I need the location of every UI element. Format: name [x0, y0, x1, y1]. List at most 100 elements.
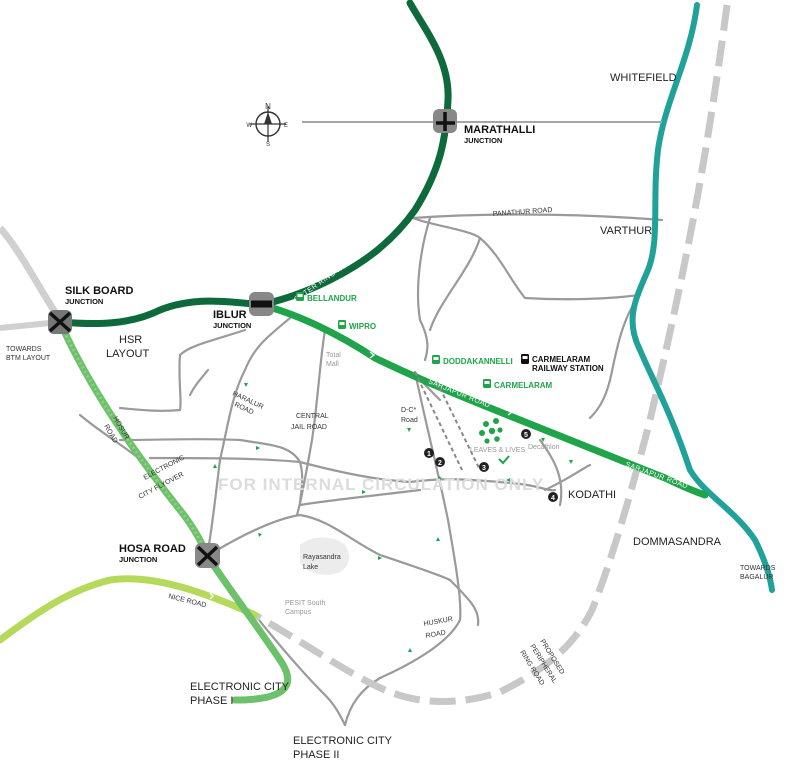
rayasandra-label-1: Rayasandra: [303, 554, 341, 561]
marker-1: [424, 448, 434, 458]
road-decathlon: [538, 438, 563, 507]
direction-arrow-icon: [258, 533, 262, 537]
hosa-road-label: HOSA ROAD: [119, 543, 186, 555]
direction-arrow-icon: [569, 460, 573, 464]
hsr-label-2: LAYOUT: [106, 348, 149, 360]
huskur-road-label-2: ROAD: [425, 630, 446, 640]
direction-arrow-icon: [506, 478, 510, 482]
ecity-phase2-label-1: ELECTRONIC CITY: [293, 735, 393, 747]
decathlon-label: Decathlon: [528, 444, 560, 451]
direction-arrow-icon: [507, 408, 514, 416]
doddakannelli-label: DODDAKANNELLI: [443, 357, 513, 366]
central-jail-road-label-2: JAIL ROAD: [291, 424, 327, 431]
junction-markers: [48, 109, 457, 568]
sarjapur-road-label-1: SARJAPUR ROAD: [427, 378, 491, 409]
ecity-phase1-label-2: PHASE I: [190, 695, 233, 707]
outer-ring-road: [56, 0, 452, 328]
towards-btm-label-1: TOWARDS: [6, 346, 42, 353]
minor-road-arrows: [213, 383, 573, 652]
total-mall-label-1: Total: [326, 352, 341, 359]
marker-4-text: 4: [551, 495, 555, 502]
road-mid-vertical: [428, 236, 482, 332]
road-left-vertical: [416, 216, 432, 362]
rayasandra-lake: [300, 537, 350, 575]
road-ecity-south: [253, 613, 347, 727]
marathalli-sub: JUNCTION: [464, 136, 502, 145]
direction-arrow-icon: [209, 592, 214, 600]
road-east-west-2: [148, 456, 557, 492]
direction-arrow-icon: [407, 428, 411, 432]
carmelaram-station-label-2: RAILWAY STATION: [532, 364, 604, 373]
marker-3-text: 3: [482, 465, 486, 472]
marker-2-text: 2: [438, 460, 442, 467]
location-pin-icon: [498, 455, 510, 465]
leaves-lives-label: LEAVES & LIVES: [470, 447, 525, 454]
ecity-phase2-label-2: PHASE II: [293, 749, 339, 761]
road-east-west-1: [118, 438, 302, 464]
towards-bagalur-label-2: BAGALUR: [740, 574, 773, 581]
peripheral-ring-road-west: [0, 225, 63, 322]
total-mall-label-2: Mall: [326, 361, 339, 368]
bus-stop-icon: [296, 292, 304, 301]
road-north-loop: [478, 236, 642, 301]
marker-4: [548, 492, 558, 502]
huskur-road: [378, 370, 462, 680]
dc-road-label-1: D-C*: [401, 407, 416, 414]
kodathi-label: KODATHI: [568, 489, 616, 501]
direction-arrow-icon: [362, 490, 366, 494]
compass-e: E: [284, 123, 288, 129]
whitefield-label: WHITEFIELD: [610, 72, 677, 84]
towards-btm-label-2: BTM LAYOUT: [6, 355, 51, 362]
dc-road-label-2: Road: [401, 417, 418, 424]
compass-s: S: [266, 142, 270, 148]
hosur-road: [56, 318, 292, 704]
towards-bagalur-label-1: TOWARDS: [740, 565, 776, 572]
silk-board-label: SILK BOARD: [65, 285, 134, 297]
dommasandra-label: DOMMASANDRA: [633, 536, 722, 548]
direction-arrow-icon: [541, 438, 545, 442]
proposed-peripheral-ring-road: [253, 4, 731, 705]
road-mid-link: [188, 368, 210, 397]
marathalli-label: MARATHALLI: [464, 124, 535, 136]
rayasandra-label-2: Lake: [303, 564, 318, 571]
road-ecity-phase2: [343, 676, 382, 727]
bus-stop-icon: [432, 355, 440, 364]
marker-2: [435, 457, 445, 467]
iblur-sub: JUNCTION: [213, 321, 251, 330]
marker-1-text: 1: [427, 451, 431, 458]
iblur-label: IBLUR: [213, 309, 247, 321]
compass-icon: N S W E: [246, 102, 288, 148]
hosa-road-sub: JUNCTION: [119, 555, 157, 564]
hsr-label-1: HSR: [119, 334, 142, 346]
minor-roads: [78, 213, 664, 727]
direction-arrow-icon: [183, 307, 191, 314]
carmelaram-label: CARMELARAM: [494, 381, 553, 390]
marker-5-text: 5: [524, 432, 528, 439]
direction-arrow-icon: [369, 351, 376, 359]
direction-arrow-icon: [438, 476, 442, 480]
road-kodathi-loop: [298, 460, 422, 507]
direction-arrow-icon: [244, 383, 248, 387]
central-jail-road-label-1: CENTRAL: [296, 413, 329, 420]
nice-road: [0, 575, 259, 644]
panathur-road-label: PANATHUR ROAD: [493, 207, 553, 218]
road-hsr-west: [118, 328, 247, 412]
haralur-road: [205, 316, 292, 558]
bus-stop-icon: [483, 379, 491, 388]
panathur-road: [411, 213, 664, 222]
varthur-label: VARTHUR: [600, 225, 652, 237]
direction-arrow-icon: [256, 446, 260, 450]
whitefield-corridor: [629, 2, 775, 593]
train-icon: [521, 354, 529, 364]
direction-arrow-icon: [436, 537, 440, 541]
bus-stop-icon: [338, 320, 346, 329]
compass-w: W: [246, 123, 252, 129]
direction-arrow-icon: [408, 648, 412, 652]
marker-5: [521, 429, 531, 439]
road-hosa-east: [205, 513, 452, 582]
road-varthur-north: [411, 216, 482, 240]
marker-3: [479, 462, 489, 472]
direction-arrow-icon: [213, 464, 217, 468]
